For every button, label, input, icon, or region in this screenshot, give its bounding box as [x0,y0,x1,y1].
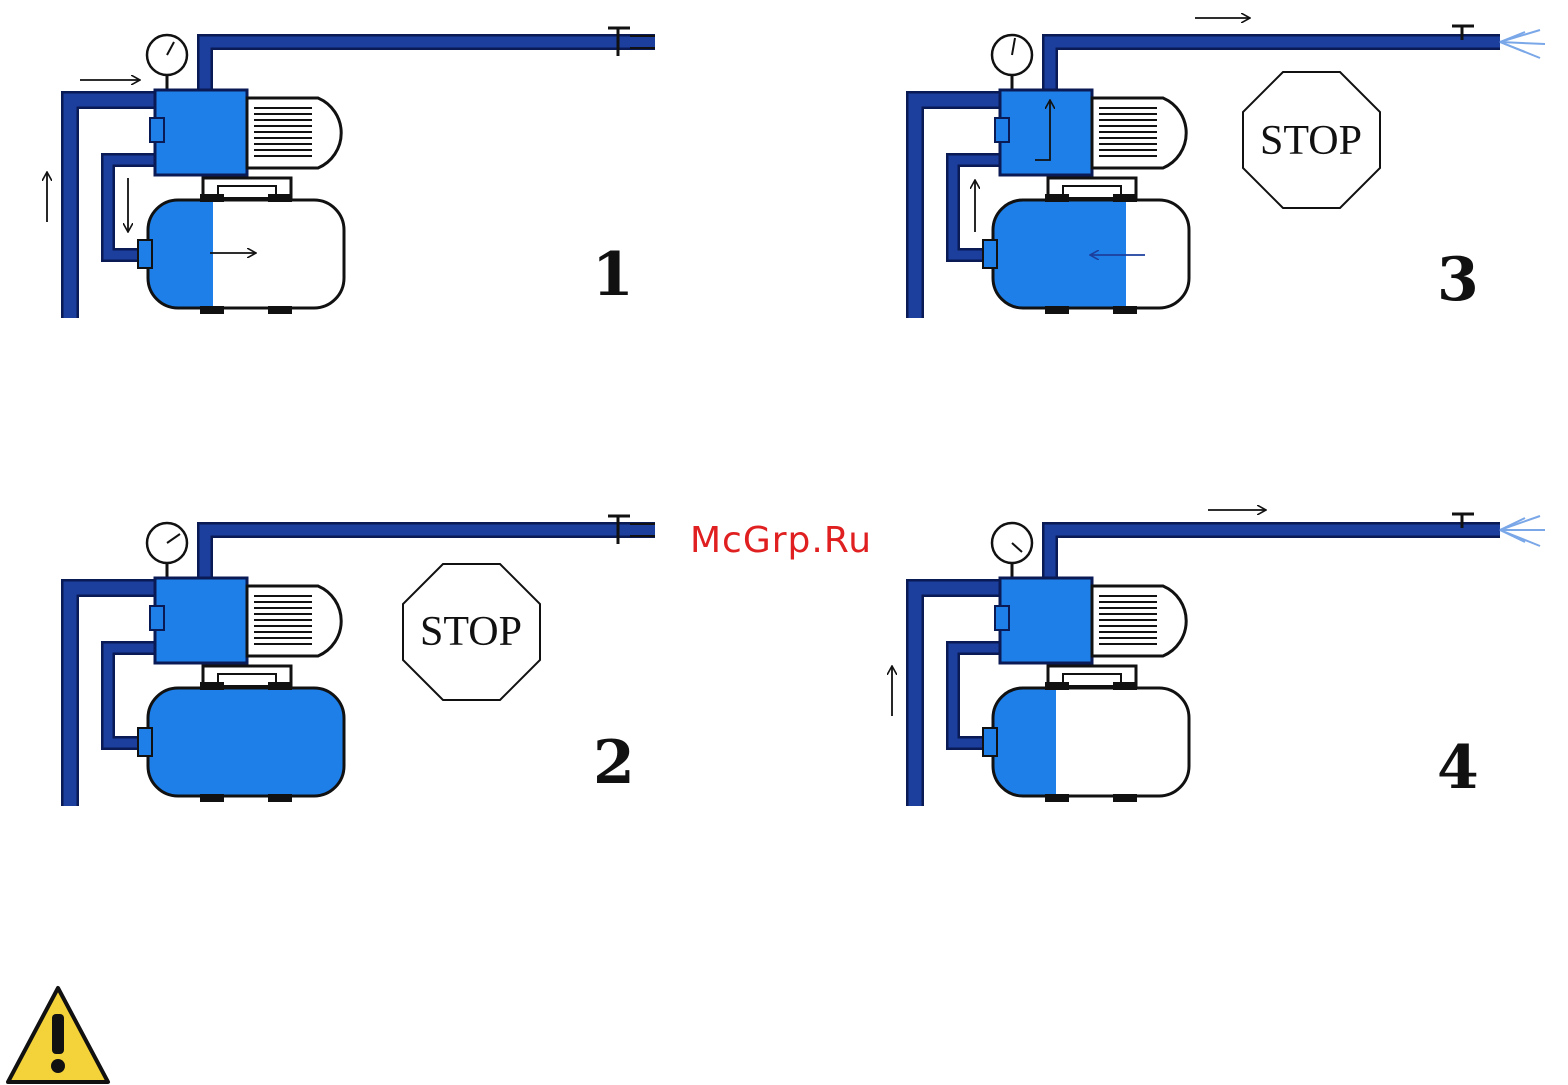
pressure-tank [138,682,344,802]
stop-label: STOP [1260,118,1362,164]
stop-sign-icon: STOP [403,564,540,700]
stop-label: STOP [420,609,522,655]
pump-motor [247,586,341,656]
water-spray [1500,30,1545,58]
panel-number: 1 [592,240,634,310]
panel-2: STOP 2 [70,516,655,806]
pressure-gauge-icon [147,523,187,580]
panel-number: 4 [1437,733,1479,803]
panel-1: 1 [47,28,655,318]
pressure-tank [983,194,1189,314]
pump-head [150,90,247,175]
pressure-gauge-icon [992,35,1032,92]
pump-head [995,90,1092,175]
pressure-gauge-icon [147,35,187,92]
outlet-pipe [1050,530,1500,580]
pump-motor [247,98,341,168]
warning-icon [8,988,108,1082]
stop-sign-icon: STOP [1243,72,1380,208]
panel-number: 3 [1437,245,1479,315]
panel-4: 4 [892,510,1545,806]
pressure-gauge-icon [992,523,1032,580]
pump-head [995,578,1092,663]
pump-motor [1092,98,1186,168]
panel-3: STOP 3 [915,18,1545,318]
pressure-tank [138,194,344,314]
panel-number: 2 [593,728,635,798]
pump-head [150,578,247,663]
watermark: McGrp.Ru [690,520,872,561]
water-spray [1500,516,1545,546]
pressure-tank [983,682,1189,802]
outlet-pipe [205,530,655,580]
pump-motor [1092,586,1186,656]
outlet-pipe [205,42,655,92]
